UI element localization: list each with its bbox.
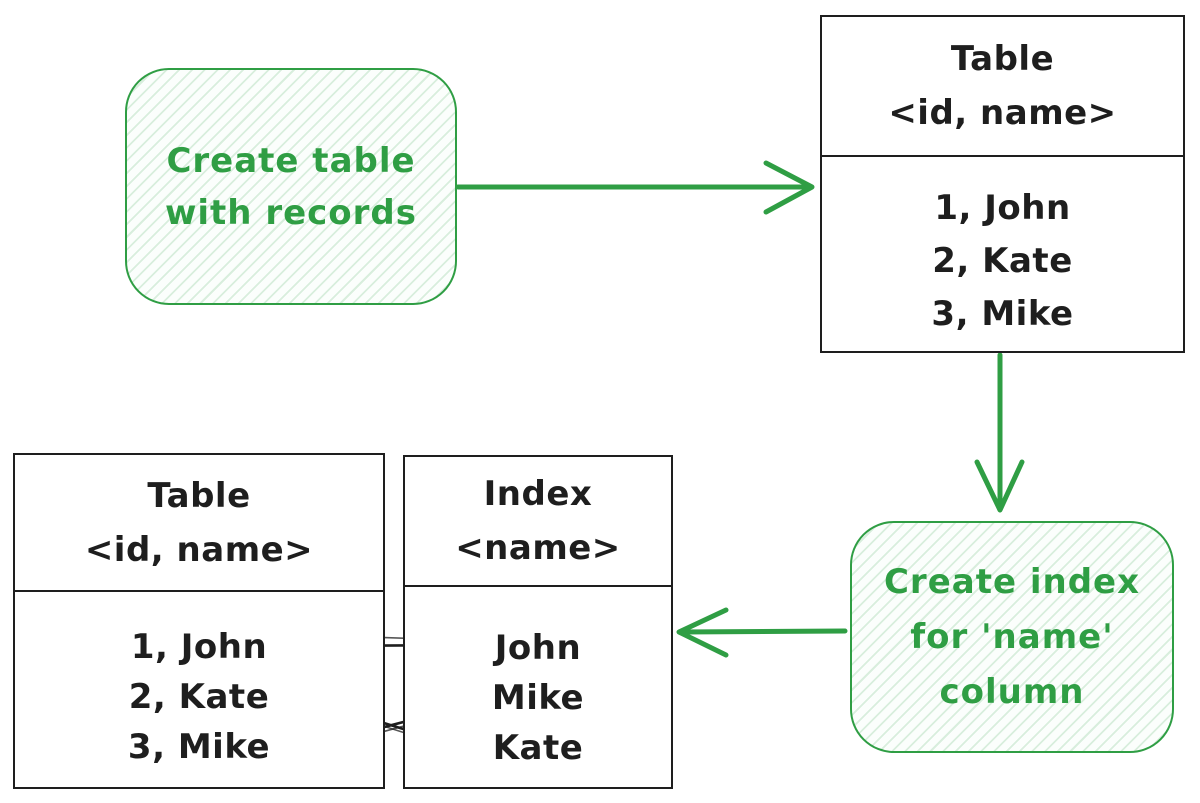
table-bottom: Table <id, name> 1, John 2, Kate 3, Mike [13, 453, 385, 789]
table-top-header: Table <id, name> [822, 17, 1183, 157]
table-bottom-header: Table <id, name> [15, 455, 383, 592]
index-box-title: Index [483, 474, 593, 514]
create-table-note-line: Create table [166, 140, 416, 181]
table-bottom-row: 1, John [130, 627, 268, 667]
create-index-note: Create index for 'name' column [850, 521, 1174, 753]
arrow-create-index-to-index [676, 607, 848, 658]
table-top-body: 1, John 2, Kate 3, Mike [822, 157, 1183, 341]
table-bottom-row: 2, Kate [128, 677, 270, 717]
index-box-schema: <name> [455, 528, 621, 568]
index-box-row: John [494, 628, 582, 668]
table-top-row: 2, Kate [932, 241, 1073, 281]
table-top-row: 3, Mike [931, 294, 1074, 334]
table-top: Table <id, name> 1, John 2, Kate 3, Mike [820, 15, 1185, 353]
create-table-note-line: with records [164, 192, 418, 233]
table-bottom-row: 3, Mike [127, 727, 271, 767]
index-box-row: Kate [492, 728, 584, 768]
index-box-body: John Mike Kate [405, 587, 671, 773]
index-box-row: Mike [491, 678, 585, 718]
index-box-header: Index <name> [405, 457, 671, 587]
table-bottom-body: 1, John 2, Kate 3, Mike [15, 592, 383, 772]
table-bottom-schema: <id, name> [84, 529, 314, 570]
arrow-table-to-create-index [974, 352, 1025, 513]
create-index-note-line: Create index [883, 561, 1141, 602]
table-bottom-title: Table [147, 475, 251, 516]
arrow-create-table-to-table [455, 160, 815, 215]
table-top-title: Table [950, 39, 1055, 79]
index-box: Index <name> John Mike Kate [403, 455, 673, 789]
create-index-note-line: column [939, 671, 1085, 712]
table-top-schema: <id, name> [888, 93, 1117, 133]
create-table-note: Create table with records [125, 68, 457, 305]
table-top-row: 1, John [934, 188, 1071, 228]
create-index-note-line: for 'name' [910, 616, 1114, 657]
